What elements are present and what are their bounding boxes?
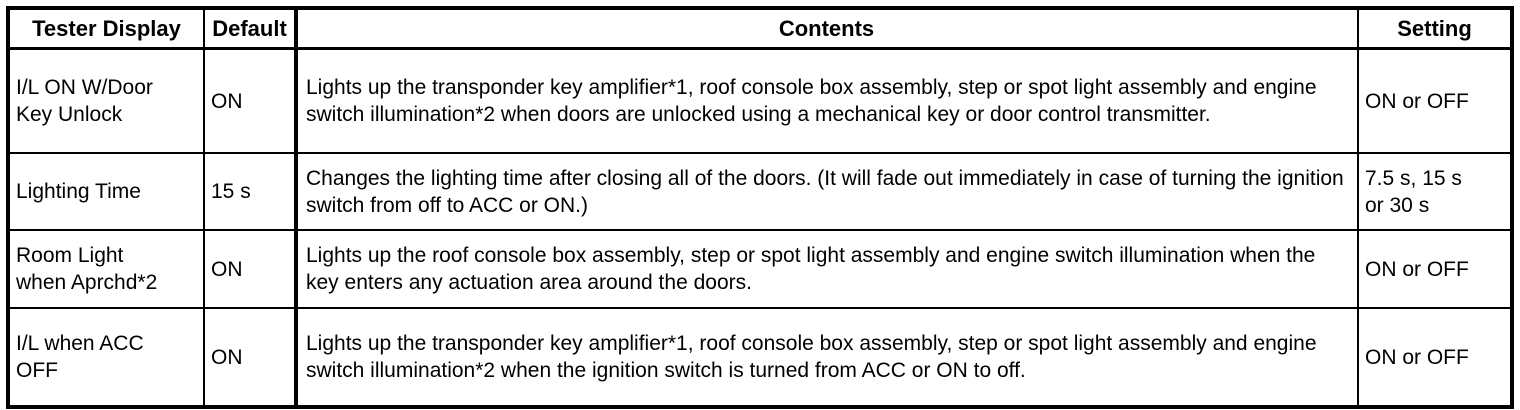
table-row-lighting-time: Lighting Time 15 s Changes the lighting …	[7, 152, 1513, 231]
table-row-room-light-when-aprchd: Room Light when Aprchd*2 ON Lights up th…	[7, 229, 1513, 309]
cell-tester-display: I/L ON W/Door Key Unlock	[7, 47, 205, 154]
column-header-default: Default	[203, 7, 297, 50]
column-header-contents: Contents	[294, 7, 1359, 50]
cell-setting: ON or OFF	[1357, 229, 1513, 309]
cell-default: 15 s	[203, 152, 297, 231]
cell-setting: ON or OFF	[1357, 47, 1513, 154]
table-row-il-when-acc-off: I/L when ACC OFF ON Lights up the transp…	[7, 307, 1513, 408]
header-row: Tester Display Default Contents Setting	[7, 7, 1513, 50]
cell-default: ON	[203, 229, 297, 309]
cell-default: ON	[203, 307, 297, 408]
cell-contents: Lights up the roof console box assembly,…	[294, 229, 1359, 309]
cell-contents: Changes the lighting time after closing …	[294, 152, 1359, 231]
cell-tester-display: I/L when ACC OFF	[7, 307, 205, 408]
table-row-il-on-w-door-key-unlock: I/L ON W/Door Key Unlock ON Lights up th…	[7, 47, 1513, 154]
column-header-tester-display: Tester Display	[7, 7, 205, 50]
tester-settings-table: Tester Display Default Contents Setting …	[6, 6, 1514, 409]
column-header-setting: Setting	[1357, 7, 1513, 50]
cell-contents: Lights up the transponder key amplifier*…	[294, 47, 1359, 154]
cell-tester-display: Lighting Time	[7, 152, 205, 231]
cell-contents: Lights up the transponder key amplifier*…	[294, 307, 1359, 408]
cell-tester-display: Room Light when Aprchd*2	[7, 229, 205, 309]
cell-setting: 7.5 s, 15 s or 30 s	[1357, 152, 1513, 231]
cell-default: ON	[203, 47, 297, 154]
cell-setting: ON or OFF	[1357, 307, 1513, 408]
